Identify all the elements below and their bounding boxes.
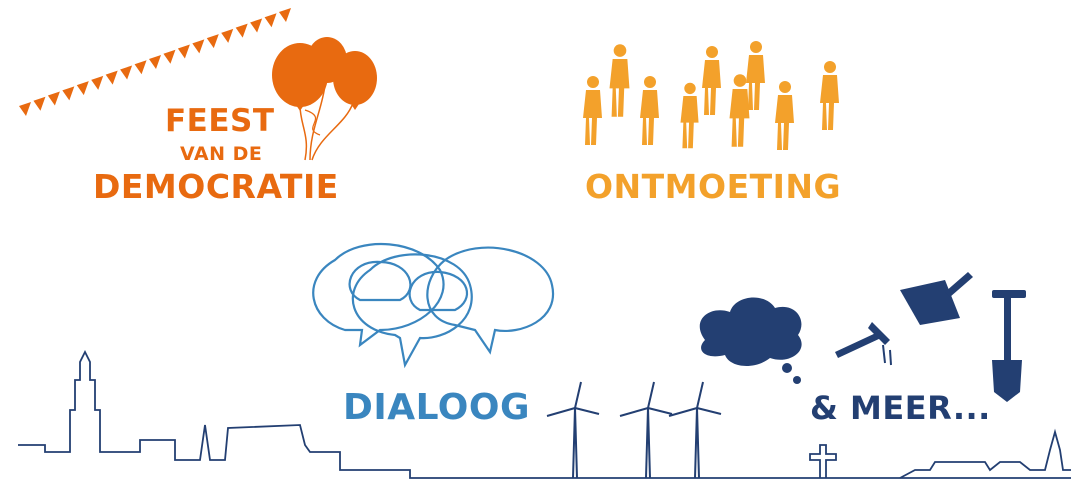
person-silhouette	[775, 81, 794, 150]
bunting-flag	[149, 55, 161, 69]
meer-label: & MEER...	[810, 389, 991, 427]
person-silhouette	[729, 74, 750, 147]
bunting-flag	[235, 23, 248, 38]
bunting-flag	[221, 28, 234, 43]
thought-cloud-icon	[699, 297, 802, 384]
bunting-flag	[250, 18, 263, 33]
bunting-icon	[19, 8, 291, 116]
windmill	[619, 381, 673, 479]
bunting-flag	[120, 65, 133, 80]
bunting-flag	[76, 81, 89, 96]
city-skyline-icon	[18, 349, 1071, 479]
bunting-flag	[134, 60, 147, 75]
feest-title-line2: VAN DE	[180, 143, 263, 165]
bunting-flag	[192, 39, 205, 54]
person-silhouette	[702, 46, 721, 115]
feest-title-line3: DEMOCRATIE	[93, 167, 339, 206]
bunting-flag	[62, 86, 75, 101]
person-silhouette	[583, 76, 602, 145]
bunting-flag	[105, 70, 118, 85]
person-silhouette	[609, 44, 630, 117]
windmill	[546, 381, 600, 479]
bunting-flag	[33, 96, 46, 111]
bunting-flag	[47, 91, 60, 106]
bunting-flag	[264, 13, 277, 28]
windmill	[668, 381, 722, 479]
person-silhouette	[640, 76, 659, 145]
bunting-flag	[279, 8, 291, 22]
bunting-flag	[163, 49, 176, 64]
windmill-icon	[546, 381, 722, 479]
dialoog-label: DIALOOG	[343, 387, 531, 428]
ontmoeting-label: ONTMOETING	[585, 167, 842, 206]
people-icon	[583, 41, 839, 150]
bunting-flag	[91, 75, 104, 90]
bunting-flag	[206, 34, 219, 49]
speech-bubbles-icon	[312, 242, 555, 369]
person-silhouette	[746, 41, 765, 110]
feest-title-line1: FEEST	[165, 103, 275, 139]
bunting-flag	[19, 102, 31, 116]
balloons-icon	[272, 37, 377, 161]
bunting-flag	[177, 44, 190, 59]
tools-icon	[835, 272, 1026, 402]
person-silhouette	[680, 82, 699, 149]
person-silhouette	[820, 61, 839, 130]
